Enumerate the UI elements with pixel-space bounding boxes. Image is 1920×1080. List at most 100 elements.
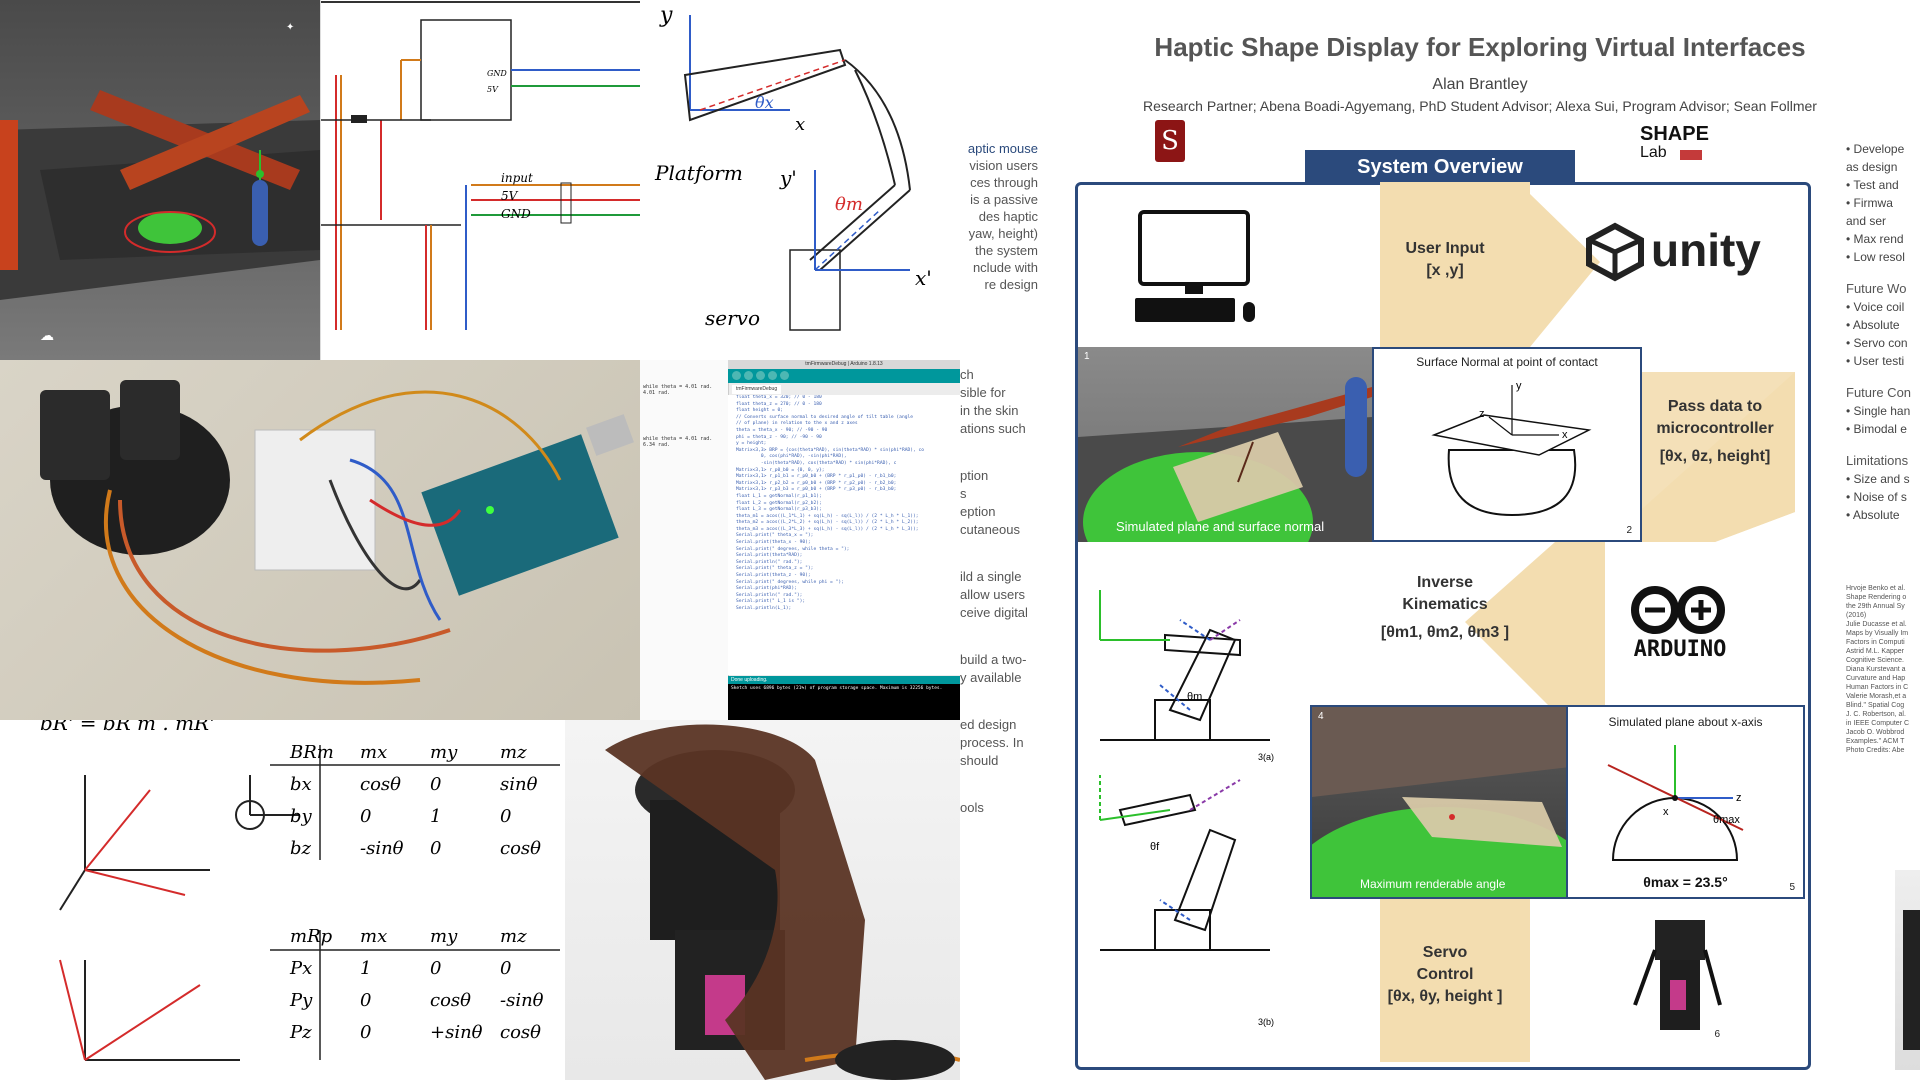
figure-3-theta-m: θm	[1187, 691, 1202, 703]
code-line: Serial.print(theta_z - 90);	[736, 573, 811, 579]
conclusion-line: Hrvoje Benko et al.	[1846, 585, 1906, 592]
abstract-line: yaw, height)	[968, 226, 1038, 241]
approach-line: cutaneous	[960, 522, 1020, 537]
abstract-line: aptic mouse	[967, 141, 1038, 156]
approach-line: sible for	[960, 385, 1006, 400]
matrix-cell: Pz	[289, 1022, 312, 1043]
code-line: 0, cos(phi*RAD), -sin(phi*RAD),	[736, 454, 847, 460]
code-line: // Converts surface normal to desired an…	[736, 414, 914, 420]
figure-2-number: 2	[1626, 525, 1632, 536]
breadboard-photo-drawing	[40, 380, 634, 685]
conclusion-line: • Low resol	[1846, 250, 1905, 264]
matrix-header-cell: mz	[500, 926, 527, 947]
ide-status-bar: Done uploading.	[728, 676, 960, 684]
kinematic-sketch-drawing: y x θx Platform y' θm x' servo	[654, 3, 932, 331]
code-line: theta_m1 = acos((L_1*L_1) + sq(L_h) - sq…	[736, 513, 919, 519]
conclusion-heading: Limitations	[1846, 453, 1909, 468]
stanford-logo: S	[1155, 120, 1185, 162]
code-line: Serial.print(" L_1 is ");	[736, 599, 806, 605]
arduino-ide-window: while theta = 4.01 rad. 4.01 rad. while …	[640, 360, 960, 720]
figure-5-number: 5	[1789, 882, 1795, 893]
matrix-header-cell: mz	[500, 742, 527, 763]
conclusion-line: • Size and s	[1846, 472, 1910, 486]
matrix-cell: Px	[289, 958, 312, 979]
arduino-infinity-icon	[1631, 586, 1725, 634]
serial-line: while theta = 4.01 rad.	[643, 436, 713, 442]
conclusion-line: • User testi	[1846, 354, 1905, 368]
matrix-cell: 1	[430, 806, 441, 827]
conclusion-line: in IEEE Computer C	[1846, 720, 1910, 727]
rotation-equation: bR' = bR m . mR'	[40, 720, 215, 735]
approach-line: allow users	[960, 587, 1026, 602]
inverse-kinematics-label: Inverse Kinematics [θm1, θm2, θm3 ]	[1380, 572, 1510, 644]
figure-5-drawing: z x θmax	[1607, 745, 1744, 861]
conclusion-line: Photo Credits: Abe	[1846, 747, 1905, 754]
device-hand-photo	[565, 720, 960, 1080]
approach-line: should	[960, 753, 999, 768]
figure-2-title: Surface Normal at point of contact	[1416, 355, 1598, 369]
user-input-vars: [x ,y]	[1426, 262, 1464, 279]
unity-logo: unity	[1585, 222, 1775, 282]
new-button[interactable]	[756, 371, 765, 380]
code-line: Matrix<3,1> r_p1_b1 = r_p0_b0 + (BRP * r…	[736, 474, 897, 480]
shape-lab-logo-line2: Lab	[1640, 144, 1667, 161]
matrix-cell: 0	[360, 990, 371, 1011]
sketch-tab[interactable]: tmFirmwareDebug	[732, 385, 782, 394]
matrix-cell: bz	[290, 838, 312, 859]
matrix-cell: cosθ	[500, 1022, 541, 1043]
conclusion-line: • Test and	[1846, 178, 1899, 192]
code-line: Serial.print(phi*RAD);	[736, 586, 797, 592]
figure-4-number: 4	[1318, 711, 1324, 722]
code-line: Serial.println(L_1);	[736, 606, 792, 611]
matrix-cell: Py	[289, 990, 313, 1011]
code-line: Serial.print(theta_x - 90);	[736, 540, 811, 546]
matrix-header-cell: my	[430, 742, 458, 763]
pass-data-label: Pass data to microcontroller [θx, θz, he…	[1640, 396, 1790, 468]
conclusion-line: • Max rend	[1846, 232, 1904, 246]
figure-6-number: 6	[1714, 1029, 1720, 1040]
axis-x-prime-label: x'	[915, 266, 932, 290]
verify-button[interactable]	[732, 371, 741, 380]
figure-2-drawing: y x z	[1431, 380, 1592, 517]
code-line: float theta_x = 320; // 0 - 180	[736, 395, 822, 400]
upload-button[interactable]	[744, 371, 753, 380]
svg-text:y: y	[1516, 380, 1522, 392]
figure-6-drawing	[1633, 920, 1722, 1030]
approach-line: eption	[960, 504, 996, 519]
code-line: Serial.print(" degrees, while theta = ")…	[736, 546, 850, 552]
matrix-cell: -sinθ	[360, 838, 404, 859]
wiring-input-label: input	[501, 171, 533, 185]
matrix-cell: cosθ	[500, 838, 541, 859]
conclusion-line: • Single han	[1846, 404, 1911, 418]
approach-line: ools	[960, 800, 984, 815]
code-line: // of plane) in relation to the x and z …	[736, 421, 858, 427]
conclusion-line: • Absolute	[1846, 318, 1900, 332]
abstract-line: nclude with	[972, 260, 1038, 275]
platform-label: Platform	[654, 161, 743, 185]
figure-3-ik-diagrams: θm θf 3(a) 3(b)	[1099, 590, 1274, 1027]
arduino-logo: ARDUINO	[1620, 585, 1740, 665]
conclusion-line: Diana Kurstevant a	[1846, 666, 1906, 673]
conclusion-line: Blind." Spatial Cog	[1846, 702, 1905, 709]
ide-console: Sketch uses 6896 bytes (21%) of program …	[728, 684, 960, 720]
flow-arrows	[1380, 182, 1795, 1062]
matrix-header-cell: my	[430, 926, 458, 947]
code-line: theta = theta_x - 90; // -90 - 90	[736, 427, 828, 433]
wiring-5v2-label: 5V	[501, 189, 519, 203]
matrix-header-cell: mx	[360, 742, 387, 763]
save-button[interactable]	[780, 371, 789, 380]
open-button[interactable]	[768, 371, 777, 380]
kinematic-sketch: y x θx Platform y' θm x' servo	[640, 0, 960, 360]
code-line: Matrix<3,1> r_p0_b0 = {0, 0, y};	[736, 467, 825, 473]
spacer	[1846, 524, 1920, 584]
ide-title-bar: tmFirmwareDebug | Arduino 1.8.13	[728, 360, 960, 369]
code-line: phi = theta_z - 90; // -90 - 90	[736, 434, 822, 440]
figure-3b-number: 3(b)	[1258, 1017, 1274, 1027]
code-line: float theta_z = 270; // 0 - 180	[736, 401, 822, 407]
inverse-line1: Inverse	[1416, 574, 1474, 591]
